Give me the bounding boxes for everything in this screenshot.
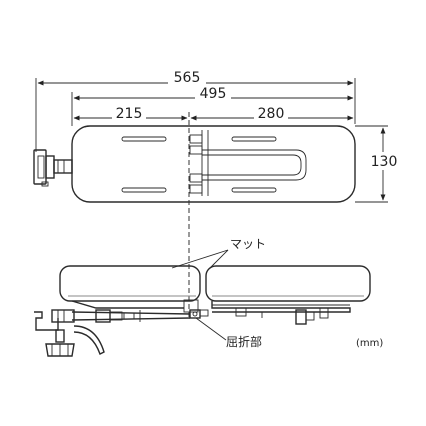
pad-outline-top [71,125,356,203]
dimension-pad-width: 495 [71,86,354,126]
callout-mat-label: マット [230,237,266,251]
dimension-overall-width-label: 565 [174,70,201,86]
dimension-right-section-label: 280 [258,106,285,122]
dimension-left-section: 215 [73,106,188,122]
side-view [34,265,371,357]
dimension-right-section: 280 [190,106,354,122]
dimension-overall-width: 565 [35,70,356,152]
dimension-pad-depth-label: 130 [371,154,398,170]
unit-label: (mm) [356,338,383,349]
callout-fold-part: 屈折部 [195,317,262,349]
mat-right-side [205,265,371,302]
callout-fold-part-label: 屈折部 [226,334,262,349]
mount-clamp-top [33,149,73,187]
mount-clamp-side [34,309,105,357]
dimension-pad-width-label: 495 [200,86,227,102]
top-view [33,125,356,203]
callout-mat: マット [171,237,266,269]
mat-left-side [59,265,201,302]
dimension-pad-depth: 130 [355,125,402,203]
dimension-left-section-label: 215 [116,106,143,122]
